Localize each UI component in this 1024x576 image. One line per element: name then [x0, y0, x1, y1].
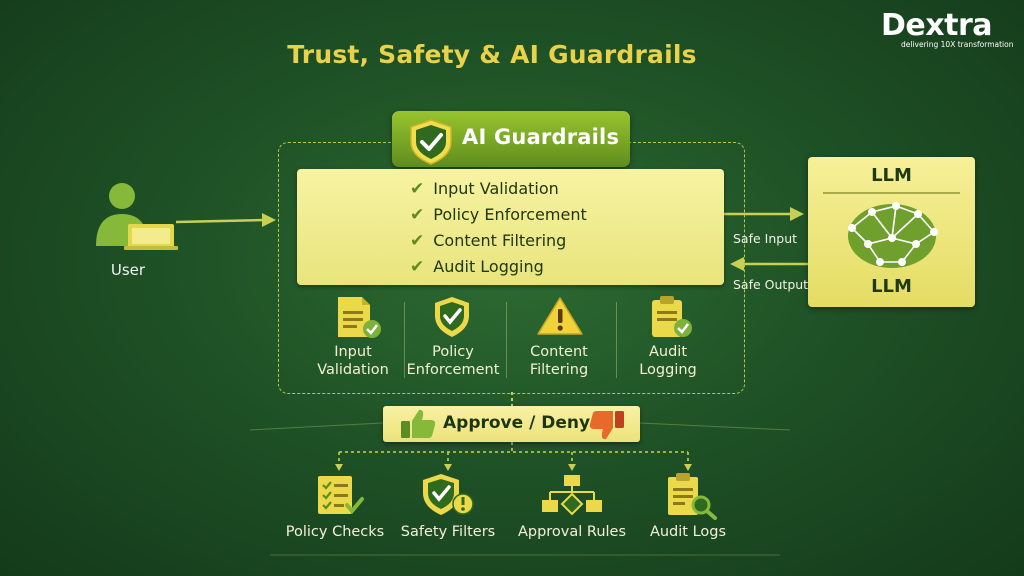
user-arrow-head: [262, 213, 276, 227]
glow-line-left: [249, 422, 384, 431]
thumbs-up-icon: [401, 409, 436, 438]
shield-check-icon: [410, 119, 452, 165]
workflow-icon: [542, 475, 602, 516]
brand-logo: Dextra delivering 10X transformation: [881, 8, 1021, 50]
outcome-approval-rules: Approval Rules: [517, 524, 627, 540]
checklist-icon: [318, 476, 364, 515]
page-title: Trust, Safety & AI Guardrails: [287, 40, 697, 69]
logo-word-x: x: [925, 8, 945, 43]
warning-icon: [537, 297, 583, 335]
module-divider: [404, 302, 405, 378]
safe-input-arrow-head: [790, 207, 804, 221]
checkmark-icon: ✔: [410, 231, 425, 251]
outcome-safety-filters: Safety Filters: [400, 524, 496, 540]
module-divider: [506, 302, 507, 378]
checklist-item: ✔Content Filtering: [410, 231, 567, 251]
clipboard-check-icon: [652, 296, 692, 337]
thumbs-down-icon: [589, 411, 624, 440]
logo-word-a: De: [881, 8, 926, 43]
llm-top-label: LLM: [871, 165, 912, 186]
checklist-item: ✔Policy Enforcement: [410, 205, 587, 225]
checkmark-icon: ✔: [410, 179, 425, 199]
llm-divider: [823, 192, 960, 194]
checkmark-icon: ✔: [410, 205, 425, 225]
guardrails-checklist-panel: [297, 169, 724, 285]
outcome-policy-checks: Policy Checks: [285, 524, 385, 540]
shield-check-icon: [435, 297, 469, 337]
logo-tagline: delivering 10X transformation: [901, 40, 1014, 49]
logo-word-b: tra: [944, 8, 992, 43]
shield-alert-icon: [423, 474, 474, 515]
llm-bottom-label: LLM: [871, 276, 912, 297]
safe-input-label: Safe Input: [733, 231, 798, 246]
audit-search-icon: [668, 473, 717, 520]
glow-line-right: [639, 422, 791, 431]
checkmark-icon: ✔: [410, 257, 425, 277]
outcome-audit-logs: Audit Logs: [649, 524, 727, 540]
module-divider: [616, 302, 617, 378]
document-check-icon: [338, 297, 381, 338]
checklist-item: ✔Audit Logging: [410, 257, 544, 277]
user-label: User: [110, 261, 146, 279]
checklist-item: ✔Input Validation: [410, 179, 559, 199]
approve-deny-label: Approve / Deny: [443, 413, 591, 433]
user-laptop-icon: [96, 183, 178, 250]
safe-output-label: Safe Output: [733, 277, 809, 292]
user-to-guardrails-arrow: [175, 218, 265, 224]
safe-output-arrow-head: [730, 257, 744, 271]
guardrails-title: AI Guardrails: [462, 125, 620, 149]
neural-brain-icon: [848, 202, 938, 268]
